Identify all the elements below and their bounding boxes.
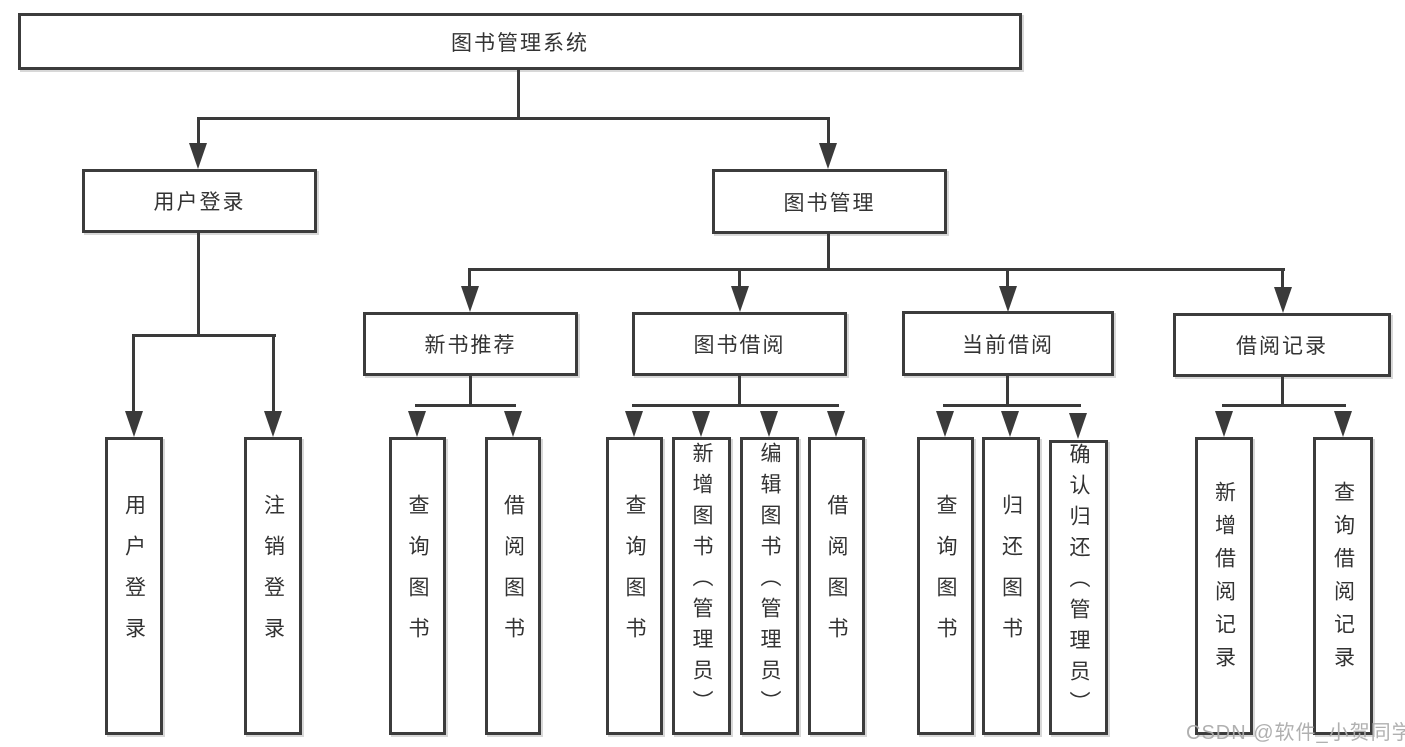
arrow-down-icon [504, 411, 522, 437]
connector-line [738, 376, 741, 406]
connector-line [197, 117, 830, 120]
leaf-return-books: 归还图书 [982, 437, 1040, 735]
leaf-edit-books-admin: 编辑图书（管理员） [740, 437, 799, 735]
leaf-user-login: 用户登录 [105, 437, 163, 735]
node-user-login-label: 用户登录 [153, 191, 246, 214]
arrow-down-icon [731, 286, 749, 312]
watermark: CSDN @软件_小贺同学 [1186, 722, 1405, 744]
leaf-query-books-3: 查询图书 [917, 437, 974, 735]
leaf-borrow-books-label: 借阅图书 [501, 494, 525, 658]
leaf-return-books-label: 归还图书 [999, 494, 1023, 658]
connector-line [1006, 270, 1009, 288]
node-new-book-recommend: 新书推荐 [363, 312, 578, 376]
connector-line [272, 336, 275, 413]
connector-line [197, 232, 200, 336]
arrow-down-icon [264, 411, 282, 437]
leaf-edit-books-admin-label: 编辑图书（管理员） [758, 441, 781, 721]
connector-line [827, 119, 830, 145]
leaf-query-borrow-record-label: 查询借阅记录 [1331, 481, 1355, 679]
leaf-borrow-books: 借阅图书 [485, 437, 541, 735]
arrow-down-icon [1274, 287, 1292, 313]
leaf-query-books-2: 查询图书 [606, 437, 663, 735]
node-library-system-label: 图书管理系统 [451, 31, 589, 55]
leaf-add-books-admin: 新增图书（管理员） [672, 437, 731, 735]
arrow-down-icon [189, 143, 207, 169]
leaf-confirm-return-admin: 确认归还（管理员） [1049, 440, 1108, 735]
connector-line [943, 404, 1081, 407]
arrow-down-icon [625, 411, 643, 437]
connector-line [415, 404, 516, 407]
connector-line [1222, 404, 1346, 407]
connector-line [1281, 270, 1284, 288]
arrow-down-icon [819, 143, 837, 169]
connector-line [132, 334, 276, 337]
leaf-logout-login: 注销登录 [244, 437, 302, 735]
connector-line [197, 119, 200, 145]
connector-line [517, 69, 520, 119]
leaf-query-books-3-label: 查询图书 [934, 494, 957, 658]
arrow-down-icon [1215, 411, 1233, 437]
leaf-confirm-return-admin-label: 确认归还（管理员） [1067, 443, 1090, 722]
node-new-book-recommend-label: 新书推荐 [424, 334, 517, 357]
leaf-add-borrow-record-label: 新增借阅记录 [1212, 481, 1236, 679]
leaf-add-books-admin-label: 新增图书（管理员） [690, 441, 713, 721]
node-book-borrow-label: 图书借阅 [693, 334, 786, 357]
node-current-borrow: 当前借阅 [902, 311, 1114, 376]
node-borrow-records: 借阅记录 [1173, 313, 1391, 377]
leaf-logout-login-label: 注销登录 [261, 494, 285, 658]
node-book-management-label: 图书管理 [783, 191, 876, 215]
arrow-down-icon [1334, 411, 1352, 437]
leaf-query-borrow-record: 查询借阅记录 [1313, 437, 1373, 735]
connector-line [1006, 376, 1009, 406]
arrow-down-icon [1001, 411, 1019, 437]
arrow-down-icon [1069, 413, 1087, 439]
connector-line [469, 376, 472, 406]
arrow-down-icon [760, 411, 778, 437]
arrow-down-icon [999, 286, 1017, 312]
connector-line [632, 404, 839, 407]
arrow-down-icon [461, 286, 479, 312]
arrow-down-icon [827, 411, 845, 437]
leaf-query-books-label: 查询图书 [406, 494, 429, 658]
leaf-query-books-2-label: 查询图书 [623, 494, 646, 658]
node-book-borrow: 图书借阅 [632, 312, 847, 376]
connector-line [468, 268, 1285, 271]
node-borrow-records-label: 借阅记录 [1236, 335, 1328, 358]
leaf-borrow-books-2-label: 借阅图书 [825, 494, 848, 658]
arrow-down-icon [692, 411, 710, 437]
connector-line [132, 336, 135, 413]
leaf-borrow-books-2: 借阅图书 [808, 437, 865, 735]
connector-line [738, 270, 741, 288]
leaf-add-borrow-record: 新增借阅记录 [1195, 437, 1253, 735]
node-user-login: 用户登录 [82, 169, 317, 233]
node-library-system: 图书管理系统 [18, 13, 1022, 70]
node-current-borrow-label: 当前借阅 [962, 333, 1054, 357]
connector-line [468, 270, 471, 288]
connector-line [1281, 377, 1284, 406]
leaf-user-login-label: 用户登录 [122, 494, 146, 658]
leaf-query-books: 查询图书 [389, 437, 446, 735]
arrow-down-icon [408, 411, 426, 437]
connector-line [827, 234, 830, 270]
arrow-down-icon [936, 411, 954, 437]
arrow-down-icon [125, 411, 143, 437]
node-book-management: 图书管理 [712, 169, 947, 234]
